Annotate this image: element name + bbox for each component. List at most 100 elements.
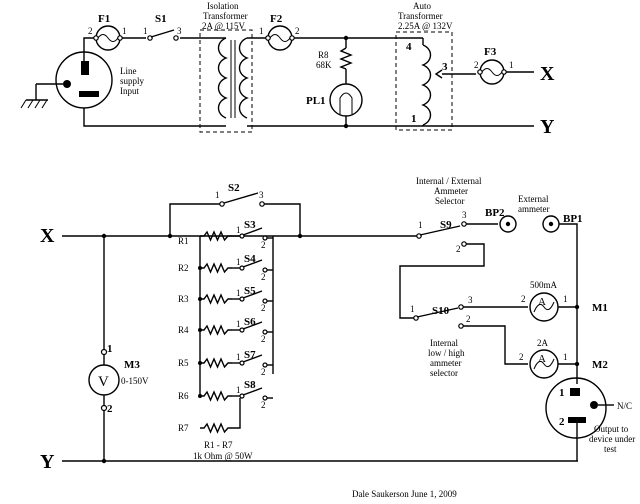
resistor-r4 xyxy=(200,324,232,336)
f3-label: F3 xyxy=(484,46,497,58)
isolation-transformer-label: 2A @ 115V xyxy=(202,21,245,31)
external-ammeter-label: ammeter xyxy=(518,204,549,214)
r2-label: R2 xyxy=(178,263,189,273)
switch-s5-blade xyxy=(242,290,263,299)
resistor-caption: R1 - R7 xyxy=(204,440,233,450)
junction-node xyxy=(198,266,202,270)
pin-label: 2 xyxy=(466,314,471,324)
resistor-r2 xyxy=(200,262,232,274)
line-supply-label: Input xyxy=(120,86,139,96)
pin-label: 2 xyxy=(521,294,526,304)
pin-label: 1 xyxy=(411,113,417,125)
switch-s6-blade xyxy=(242,321,263,330)
top-return-wire xyxy=(83,108,534,127)
pin-label: 2 xyxy=(519,352,524,362)
switch-s8-blade xyxy=(242,387,263,396)
bp2-label: BP2 xyxy=(485,207,505,219)
output-label: test xyxy=(604,444,617,454)
pin-label: 1 xyxy=(143,26,148,36)
ammeter-range-500ma: 500mA xyxy=(530,280,558,290)
pin-label: 2 xyxy=(261,400,266,410)
resistor-r3 xyxy=(200,293,232,305)
low-high-selector-label: low / high xyxy=(428,348,465,358)
junction-node xyxy=(198,297,202,301)
r8-value: 68K xyxy=(316,60,332,70)
fuse-f2 xyxy=(265,25,295,51)
external-ammeter-label: External xyxy=(518,194,549,204)
voltmeter-symbol: V xyxy=(98,374,109,390)
junction-node xyxy=(198,328,202,332)
pin-label: 2 xyxy=(88,26,93,36)
switch-s9 xyxy=(399,221,498,319)
m3-range: 0-150V xyxy=(121,376,149,386)
f2-label: F2 xyxy=(270,13,283,25)
pin-label: 2 xyxy=(261,334,266,344)
pin-label: 3 xyxy=(259,190,264,200)
fuse-f3 xyxy=(442,59,534,85)
pin-label: 1 xyxy=(236,319,241,329)
pin-label: 2 xyxy=(474,60,479,70)
binding-post-bp1 xyxy=(542,215,578,384)
r1-label: R1 xyxy=(178,236,189,246)
pin-label: 2 xyxy=(107,403,113,415)
junction-node xyxy=(198,361,202,365)
voltmeter-m3 xyxy=(88,233,120,464)
pin-label: 4 xyxy=(406,41,412,53)
s10-label: S10 xyxy=(432,305,450,317)
pin-label: 3 xyxy=(177,26,182,36)
ladder-wire xyxy=(232,398,241,429)
junction-node xyxy=(198,394,202,398)
resistor-r5 xyxy=(200,357,232,369)
r3-label: R3 xyxy=(178,294,189,304)
nc-label: N/C xyxy=(617,401,632,411)
auto-transformer-label: Auto xyxy=(413,1,432,11)
ammeter-selector-label: Selector xyxy=(435,196,465,206)
isolation-transformer xyxy=(199,29,253,133)
pin-label: 1 xyxy=(236,352,241,362)
ammeter-m1 xyxy=(529,292,580,322)
binding-post-bp2 xyxy=(499,215,517,233)
auto-transformer-label: Transformer xyxy=(398,11,443,21)
s4-label: S4 xyxy=(244,253,256,265)
s5-label: S5 xyxy=(244,285,256,297)
pin-label: 1 xyxy=(236,257,241,267)
s6-label: S6 xyxy=(244,316,256,328)
resistor-caption: 1k Ohm @ 50W xyxy=(193,451,253,461)
m3-label: M3 xyxy=(124,359,140,371)
pin-label: 2 xyxy=(456,244,461,254)
line-supply-label: Line xyxy=(120,66,137,76)
pin-label: 1 xyxy=(122,26,127,36)
s1-label: S1 xyxy=(155,13,167,25)
low-high-selector-label: ammeter xyxy=(430,358,461,368)
signature: Dale Saukerson June 1, 2009 xyxy=(352,489,457,499)
fuse-f1 xyxy=(93,25,123,51)
pin-label: 1 xyxy=(215,190,220,200)
pin-label: 3 xyxy=(442,61,448,73)
pin-label: 2 xyxy=(261,303,266,313)
pin-label: 2 xyxy=(295,26,300,36)
pin-label: 3 xyxy=(462,210,467,220)
pin-label: 1 xyxy=(259,26,264,36)
ammeter-range-2a: 2A xyxy=(537,338,549,348)
low-high-selector-label: selector xyxy=(430,368,458,378)
switch-s4-blade xyxy=(242,259,263,268)
pin-label: 1 xyxy=(559,387,565,399)
y-terminal-label: Y xyxy=(540,116,555,138)
x-terminal-label: X xyxy=(540,63,555,85)
pilot-lamp-pl1 xyxy=(329,83,363,129)
output-label: device under xyxy=(589,434,635,444)
resistor-r1 xyxy=(200,230,232,242)
switch-s10 xyxy=(413,304,528,365)
pin-label: 3 xyxy=(468,295,473,305)
switch-s2 xyxy=(167,192,303,239)
x-input-label: X xyxy=(40,225,55,247)
m1-label: M1 xyxy=(592,302,608,314)
y-input-label: Y xyxy=(40,451,55,473)
pin-label: 1 xyxy=(107,343,113,355)
pin-label: 2 xyxy=(261,367,266,377)
pin-label: 1 xyxy=(410,304,415,314)
top-wire xyxy=(83,37,424,61)
pin-label: 2 xyxy=(559,416,565,428)
